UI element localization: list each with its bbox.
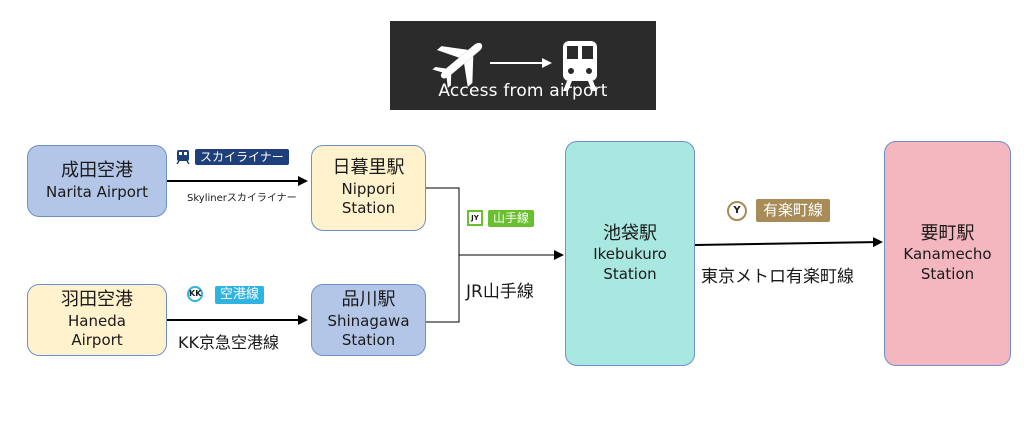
keikyu-symbol-icon: KK bbox=[187, 286, 203, 302]
yurakucho-caption: 東京メトロ有楽町線 bbox=[701, 267, 854, 287]
yamanote-badge: 山手線 bbox=[488, 210, 535, 227]
station-name-en: Narita Airport bbox=[46, 182, 148, 201]
yurakucho-badge: 有楽町線 bbox=[756, 199, 831, 222]
station-nippori: 日暮里駅 Nippori Station bbox=[311, 145, 426, 231]
yurakucho-symbol-icon: Y bbox=[727, 201, 747, 221]
yurakucho-symbol: Y bbox=[733, 205, 741, 216]
yamanote-symbol-icon: JY bbox=[467, 210, 483, 226]
station-shinagawa: 品川駅 Shinagawa Station bbox=[311, 284, 426, 356]
station-haneda: 羽田空港 Haneda Airport bbox=[27, 284, 167, 356]
station-narita: 成田空港 Narita Airport bbox=[27, 145, 167, 217]
plane-to-train-graphic bbox=[432, 41, 597, 91]
station-name-en-line2: Airport bbox=[71, 331, 123, 350]
header-banner: Access from airport bbox=[390, 21, 656, 110]
station-name-en-line2: Station bbox=[341, 199, 396, 218]
station-name-jp: 成田空港 bbox=[61, 160, 133, 181]
station-name-en-line2: Station bbox=[603, 264, 657, 283]
station-name-jp: 日暮里駅 bbox=[332, 157, 405, 179]
station-name-en-line2: Station bbox=[920, 264, 975, 283]
station-name-en-line1: Kanamecho bbox=[903, 245, 992, 264]
station-name-en-line2: Station bbox=[341, 331, 396, 350]
arrow-head bbox=[542, 58, 552, 68]
keikyu-badge: 空港線 bbox=[215, 286, 265, 304]
station-name-en-line1: Ikebukuro bbox=[593, 245, 667, 264]
train-icon bbox=[563, 41, 597, 91]
header-title: Access from airport bbox=[438, 81, 608, 101]
yurakucho-arrow bbox=[694, 237, 883, 248]
station-name-jp: 品川駅 bbox=[341, 289, 396, 311]
keikyu-caption: KK京急空港線 bbox=[178, 333, 279, 352]
yamanote-bracket bbox=[426, 187, 460, 323]
keikyu-symbol: KK bbox=[189, 289, 202, 298]
station-name-jp: 羽田空港 bbox=[61, 289, 133, 311]
station-kanamecho: 要町駅 Kanamecho Station bbox=[884, 141, 1011, 366]
yamanote-caption: JR山手線 bbox=[466, 282, 534, 302]
train-icon bbox=[176, 150, 190, 164]
station-name-en-line1: Shinagawa bbox=[327, 311, 410, 330]
station-ikebukuro: 池袋駅 Ikebukuro Station bbox=[565, 141, 695, 366]
station-name-jp: 池袋駅 bbox=[603, 222, 657, 244]
yamanote-symbol: JY bbox=[471, 214, 479, 222]
station-name-en-line1: Nippori bbox=[341, 179, 396, 198]
station-name-en-line1: Haneda bbox=[68, 311, 126, 330]
skyliner-badge: スカイライナー bbox=[195, 149, 289, 165]
station-name-jp: 要町駅 bbox=[920, 222, 975, 244]
airplane-icon bbox=[432, 42, 483, 88]
skyliner-caption: Skylinerスカイライナー bbox=[187, 193, 297, 204]
